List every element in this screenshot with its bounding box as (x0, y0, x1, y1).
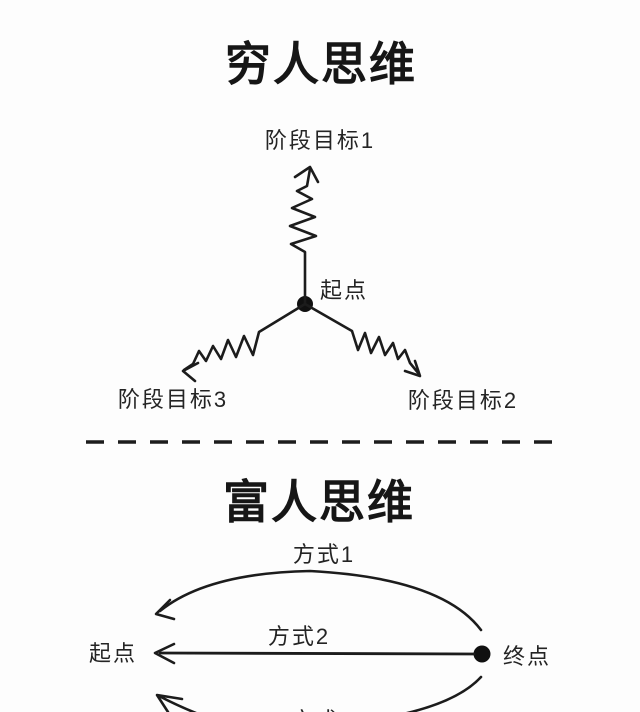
goal-2-label: 阶段目标2 (407, 388, 519, 413)
curved-arrow-top-icon (154, 569, 483, 632)
rich-mindset-title: 富人思维 (223, 476, 415, 528)
goal-3-label: 阶段目标3 (117, 387, 229, 412)
end-label: 终点 (502, 644, 552, 669)
method-3-label: 方式3 (291, 703, 353, 712)
end-dot (473, 645, 491, 663)
goal-1-label: 阶段目标1 (264, 128, 376, 153)
zigzag-arrow-up-icon (288, 165, 320, 306)
zigzag-arrow-lower-right-icon (303, 302, 422, 378)
rich-end-node (473, 645, 491, 663)
straight-arrow-icon (153, 642, 476, 665)
method-2-label: 方式2 (267, 624, 331, 649)
start-label: 起点 (88, 641, 138, 666)
zigzag-arrow-lower-left-icon (181, 302, 307, 383)
method-1-label: 方式1 (292, 542, 356, 567)
origin-label: 起点 (319, 278, 369, 303)
poor-mindset-title: 穷人思维 (225, 38, 417, 90)
curved-arrow-bottom-icon (155, 675, 483, 712)
